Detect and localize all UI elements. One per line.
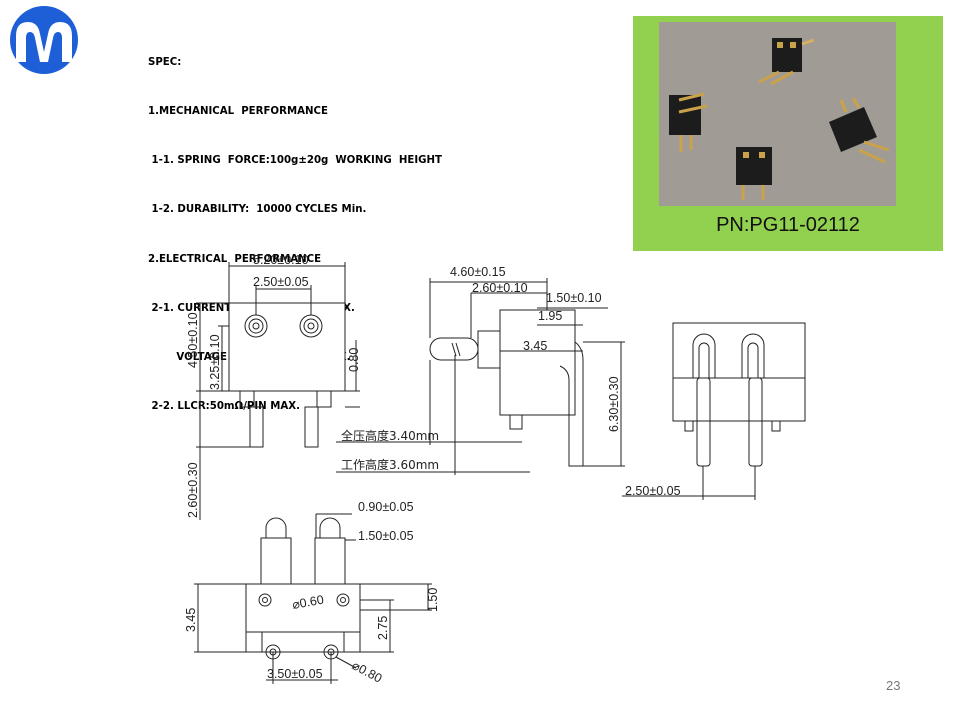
product-photo-panel: PN:PG11-02112 (633, 16, 943, 251)
bottom-view (194, 513, 432, 684)
dim-label: 1.50±0.05 (358, 529, 414, 543)
dim-label: 6.30±0.30 (607, 376, 621, 432)
spec-line: 2-2. LLCR:50mΩ/PIN MAX. (148, 401, 300, 413)
connector-image (829, 97, 890, 164)
company-logo (10, 6, 78, 74)
spec-line: 1-2. DURABILITY: 10000 CYCLES Min. (148, 204, 367, 216)
connector-image (758, 38, 815, 86)
dim-label: ⌀0.60 (291, 593, 325, 612)
dim-label: 1.50±0.10 (546, 291, 602, 305)
dim-label: 全压高度3.40mm (341, 428, 439, 443)
dim-label: 2.60±0.10 (472, 281, 528, 295)
dim-label: 4.60±0.15 (450, 265, 506, 279)
dim-label: 3.45 (523, 339, 547, 353)
dim-label: 0.80 (347, 348, 361, 372)
part-number-label: PN:PG11-02112 (716, 214, 860, 236)
dim-label: 3.50±0.05 (267, 667, 323, 681)
front-view (196, 262, 360, 520)
dim-label: 2.75 (376, 616, 390, 640)
dim-label: 2.50±0.05 (625, 484, 681, 498)
spec-line: 2.ELECTRICAL PERFORMANCE (148, 253, 322, 265)
dim-label: 工作高度3.60mm (341, 457, 439, 472)
dim-label: 1.50 (426, 588, 440, 612)
dim-label: 5.20±0.10 (253, 253, 309, 267)
page-number: 23 (886, 678, 901, 693)
dim-label: 1.95 (538, 309, 562, 323)
side-view (336, 278, 625, 475)
dim-label: 2.60±0.30 (186, 462, 200, 518)
product-photo (659, 22, 896, 206)
dim-label: 3.25±0.10 (208, 334, 222, 390)
dim-label: ⌀0.80 (350, 658, 385, 685)
connector-image (736, 147, 772, 200)
dim-label: 2.50±0.05 (253, 275, 309, 289)
spec-line: 1-1. SPRING FORCE:100g±20g WORKING HEIGH… (148, 155, 442, 167)
spec-line: 1.MECHANICAL PERFORMANCE (148, 106, 328, 118)
connector-image (669, 92, 708, 152)
dim-label: 4.50±0.10 (186, 312, 200, 368)
rear-view (622, 322, 806, 500)
dim-label: 3.45 (184, 608, 198, 632)
dim-label: 0.90±0.05 (358, 500, 414, 514)
spec-line: SPEC: (148, 56, 182, 68)
